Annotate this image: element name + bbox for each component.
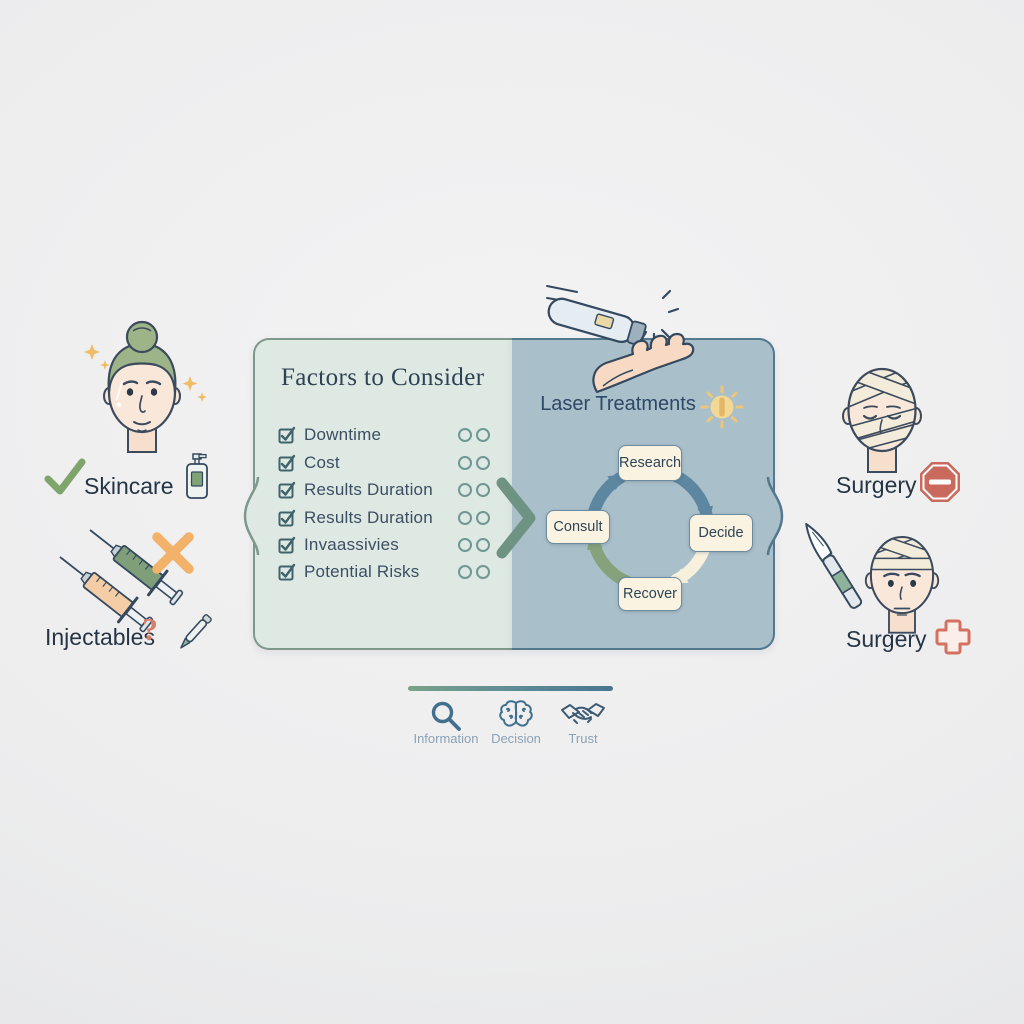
checkbox-icon — [278, 454, 296, 472]
checklist-item: Downtime — [278, 424, 496, 446]
dropper-pen-icon — [180, 614, 212, 649]
laser-handpiece-icon — [547, 297, 647, 346]
checklist-item: Cost — [278, 452, 496, 474]
legend-label-decision: Decision — [491, 731, 541, 746]
medical-cross-icon — [935, 619, 971, 655]
checklist-item-label: Potential Risks — [304, 562, 420, 581]
laser-title: Laser Treatments — [540, 393, 696, 415]
bandaged-face-icon — [842, 367, 922, 473]
rating-circles-icon — [458, 538, 490, 552]
checklist-item: Results Duration — [278, 479, 496, 501]
checkbox-icon — [278, 536, 296, 554]
legend-label-trust: Trust — [568, 731, 598, 746]
chevron-right-icon — [496, 477, 536, 559]
checklist-item: Potential Risks — [278, 561, 496, 583]
cycle-step-decide: Decide — [689, 514, 753, 552]
x-mark-icon — [152, 532, 194, 574]
panel-right-notch — [766, 476, 784, 556]
checklist-item: Results Duration — [278, 507, 496, 529]
cycle-step-recover: Recover — [618, 577, 682, 611]
checklist-item-label: Invaassivies — [304, 535, 399, 554]
scalpel-icon — [805, 522, 863, 609]
checklist-item-label: Results Duration — [304, 508, 433, 527]
skincare-label: Skincare — [84, 473, 174, 499]
checklist-item-label: Downtime — [304, 425, 382, 444]
check-mark-icon — [44, 458, 86, 495]
brain-icon — [499, 700, 533, 727]
checkbox-icon — [278, 509, 296, 527]
checkbox-icon — [278, 481, 296, 499]
panel-left-notch — [243, 476, 260, 556]
syringes-icon — [59, 529, 184, 633]
rating-circles-icon — [458, 456, 490, 470]
surgery-top-label: Surgery — [836, 472, 917, 498]
cycle-step-consult: Consult — [546, 510, 610, 544]
checklist-item-label: Results Duration — [304, 480, 433, 499]
syringe-icon — [59, 556, 154, 633]
legend-divider-bar — [408, 686, 613, 691]
legend-label-information: Information — [413, 731, 479, 746]
glow-alert-icon — [700, 385, 744, 429]
rating-circles-icon — [458, 511, 490, 525]
laser-device-and-hand-icon — [546, 285, 695, 394]
rating-circles-icon — [458, 483, 490, 497]
open-hand-icon — [592, 332, 695, 394]
magnifier-icon — [431, 701, 461, 731]
lotion-bottle-icon — [186, 453, 208, 499]
checkbox-icon — [278, 563, 296, 581]
handshake-icon — [561, 703, 605, 724]
sparkle-icon — [84, 344, 110, 370]
factors-title: Factors to Consider — [281, 364, 485, 391]
bandaged-face-icon — [864, 535, 940, 634]
checkbox-icon — [278, 426, 296, 444]
syringe-icon — [89, 529, 184, 606]
stop-sign-icon — [920, 462, 960, 502]
checklist-item-label: Cost — [304, 453, 340, 472]
skincare-face-icon — [103, 320, 181, 453]
question-mark: ? — [142, 611, 158, 647]
sparkle-icon — [182, 376, 207, 402]
checklist-item: Invaassivies — [278, 534, 496, 556]
cycle-step-research: Research — [618, 445, 682, 481]
surgery-bottom-label: Surgery — [846, 626, 927, 652]
injectables-label: Injectables — [45, 624, 155, 650]
rating-circles-icon — [458, 565, 490, 579]
rating-circles-icon — [458, 428, 490, 442]
